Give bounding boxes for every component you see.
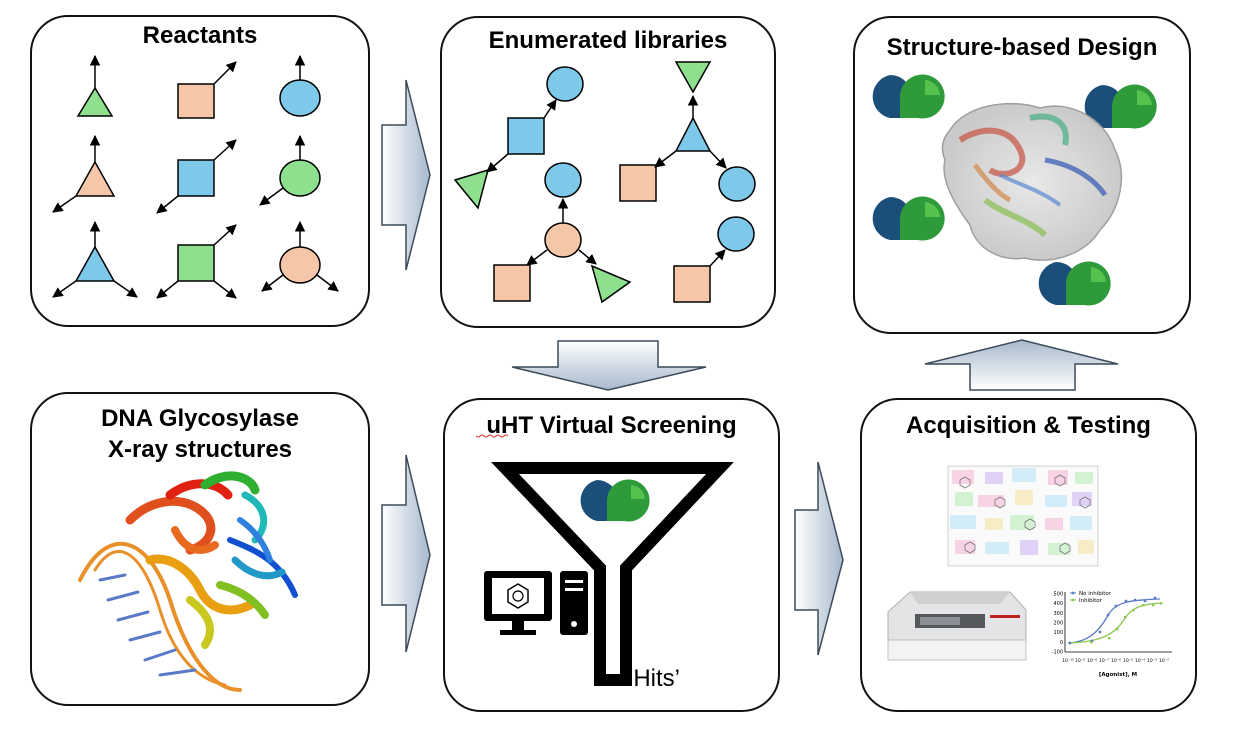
design-title: Structure-based Design	[886, 34, 1158, 61]
green-triangle-reactant	[76, 86, 114, 117]
logo-icon-3	[872, 196, 945, 241]
library-peach-square	[619, 164, 657, 202]
green-circle-reactant	[279, 159, 321, 197]
ytick-label: 0	[1060, 640, 1063, 646]
funnel-outline	[491, 462, 734, 686]
acquisition-title: Acquisition & Testing	[906, 412, 1151, 439]
library-shapes	[453, 61, 756, 304]
reactant-shapes	[52, 54, 339, 299]
ytick-label: -100	[1052, 650, 1063, 656]
svg-text:10⁻⁹: 10⁻⁹	[1075, 658, 1085, 664]
green-square-reactant	[177, 244, 215, 282]
logo-icon-1	[872, 74, 945, 119]
hits-label: ‘Hits’	[628, 665, 680, 692]
ytick-label: 200	[1053, 621, 1063, 627]
blue-circle-reactant	[279, 79, 321, 117]
peach-triangle-reactant	[74, 160, 116, 197]
protein-surface-image	[941, 102, 1123, 261]
screening-panel: uHT Virtual Screening	[443, 398, 780, 712]
library-blue-circle-right	[718, 166, 756, 202]
dose-response-chart: 500 400 300 200 100 0 -100 No inhibitor Inhibi…	[1052, 591, 1172, 678]
library-peach-square-lower	[673, 265, 711, 303]
peach-square-reactant	[177, 83, 215, 119]
arrow-reactants-to-libraries	[381, 79, 431, 271]
library-peach-circle	[544, 222, 582, 258]
arrow-screening-to-acquisition	[794, 461, 844, 656]
svg-text:10⁻²: 10⁻²	[1159, 658, 1169, 664]
reactants-title: Reactants	[142, 22, 258, 49]
legend-no-inhibitor: No inhibitor	[1079, 591, 1112, 597]
compound-collage-image	[947, 465, 1099, 567]
dna-glycosylase-structure-image	[78, 471, 298, 692]
library-blue-square	[507, 117, 545, 155]
logo-icon-4	[1038, 261, 1111, 306]
ytick-label: 100	[1053, 630, 1063, 636]
library-peach-square-bottom	[493, 264, 531, 302]
library-blue-circle	[546, 66, 584, 102]
peach-circle-reactant	[279, 246, 321, 284]
ytick-label: 500	[1053, 592, 1063, 598]
ytick-label: 400	[1053, 601, 1063, 607]
svg-text:10⁻⁴: 10⁻⁴	[1135, 658, 1145, 664]
computer-icon	[484, 571, 588, 635]
svg-text:10⁻³: 10⁻³	[1147, 658, 1157, 664]
logo-icon-screening	[580, 479, 650, 522]
blue-square-reactant	[177, 159, 215, 197]
library-green-triangle-top	[674, 61, 712, 94]
arrow-acquisition-to-design	[924, 339, 1119, 391]
logo-icon-2	[1084, 84, 1157, 129]
svg-text:10⁻⁵: 10⁻⁵	[1123, 658, 1133, 664]
blue-triangle-reactant	[74, 245, 116, 282]
library-blue-triangle	[674, 116, 712, 152]
no-inhibitor-curve	[1067, 598, 1161, 644]
arrow-glycosylase-to-screening	[381, 454, 431, 653]
library-blue-circle-lower	[717, 216, 755, 252]
plate-reader-instrument-image	[887, 591, 1027, 661]
library-green-triangle-bottom	[590, 264, 632, 304]
spellcheck-squiggle	[475, 434, 509, 438]
library-green-triangle	[453, 168, 490, 210]
svg-text:10⁻¹⁰: 10⁻¹⁰	[1062, 658, 1074, 664]
legend-inhibitor: Inhibitor	[1079, 598, 1103, 604]
svg-text:10⁻⁸: 10⁻⁸	[1087, 658, 1097, 664]
svg-text:10⁻⁷: 10⁻⁷	[1099, 658, 1109, 664]
inhibitor-curve	[1067, 602, 1163, 644]
ytick-label: 300	[1053, 611, 1063, 617]
glycosylase-title-line1: DNA Glycosylase	[101, 405, 299, 432]
dose-response-xlabel: [Agonist], M	[1099, 672, 1137, 678]
svg-text:10⁻⁶: 10⁻⁶	[1111, 658, 1121, 664]
screening-title: uHT Virtual Screening	[486, 412, 737, 439]
libraries-title: Enumerated libraries	[488, 27, 728, 54]
glycosylase-title-line2: X-ray structures	[107, 436, 293, 463]
arrow-libraries-to-screening	[511, 340, 707, 391]
library-blue-circle-mid	[544, 162, 582, 198]
